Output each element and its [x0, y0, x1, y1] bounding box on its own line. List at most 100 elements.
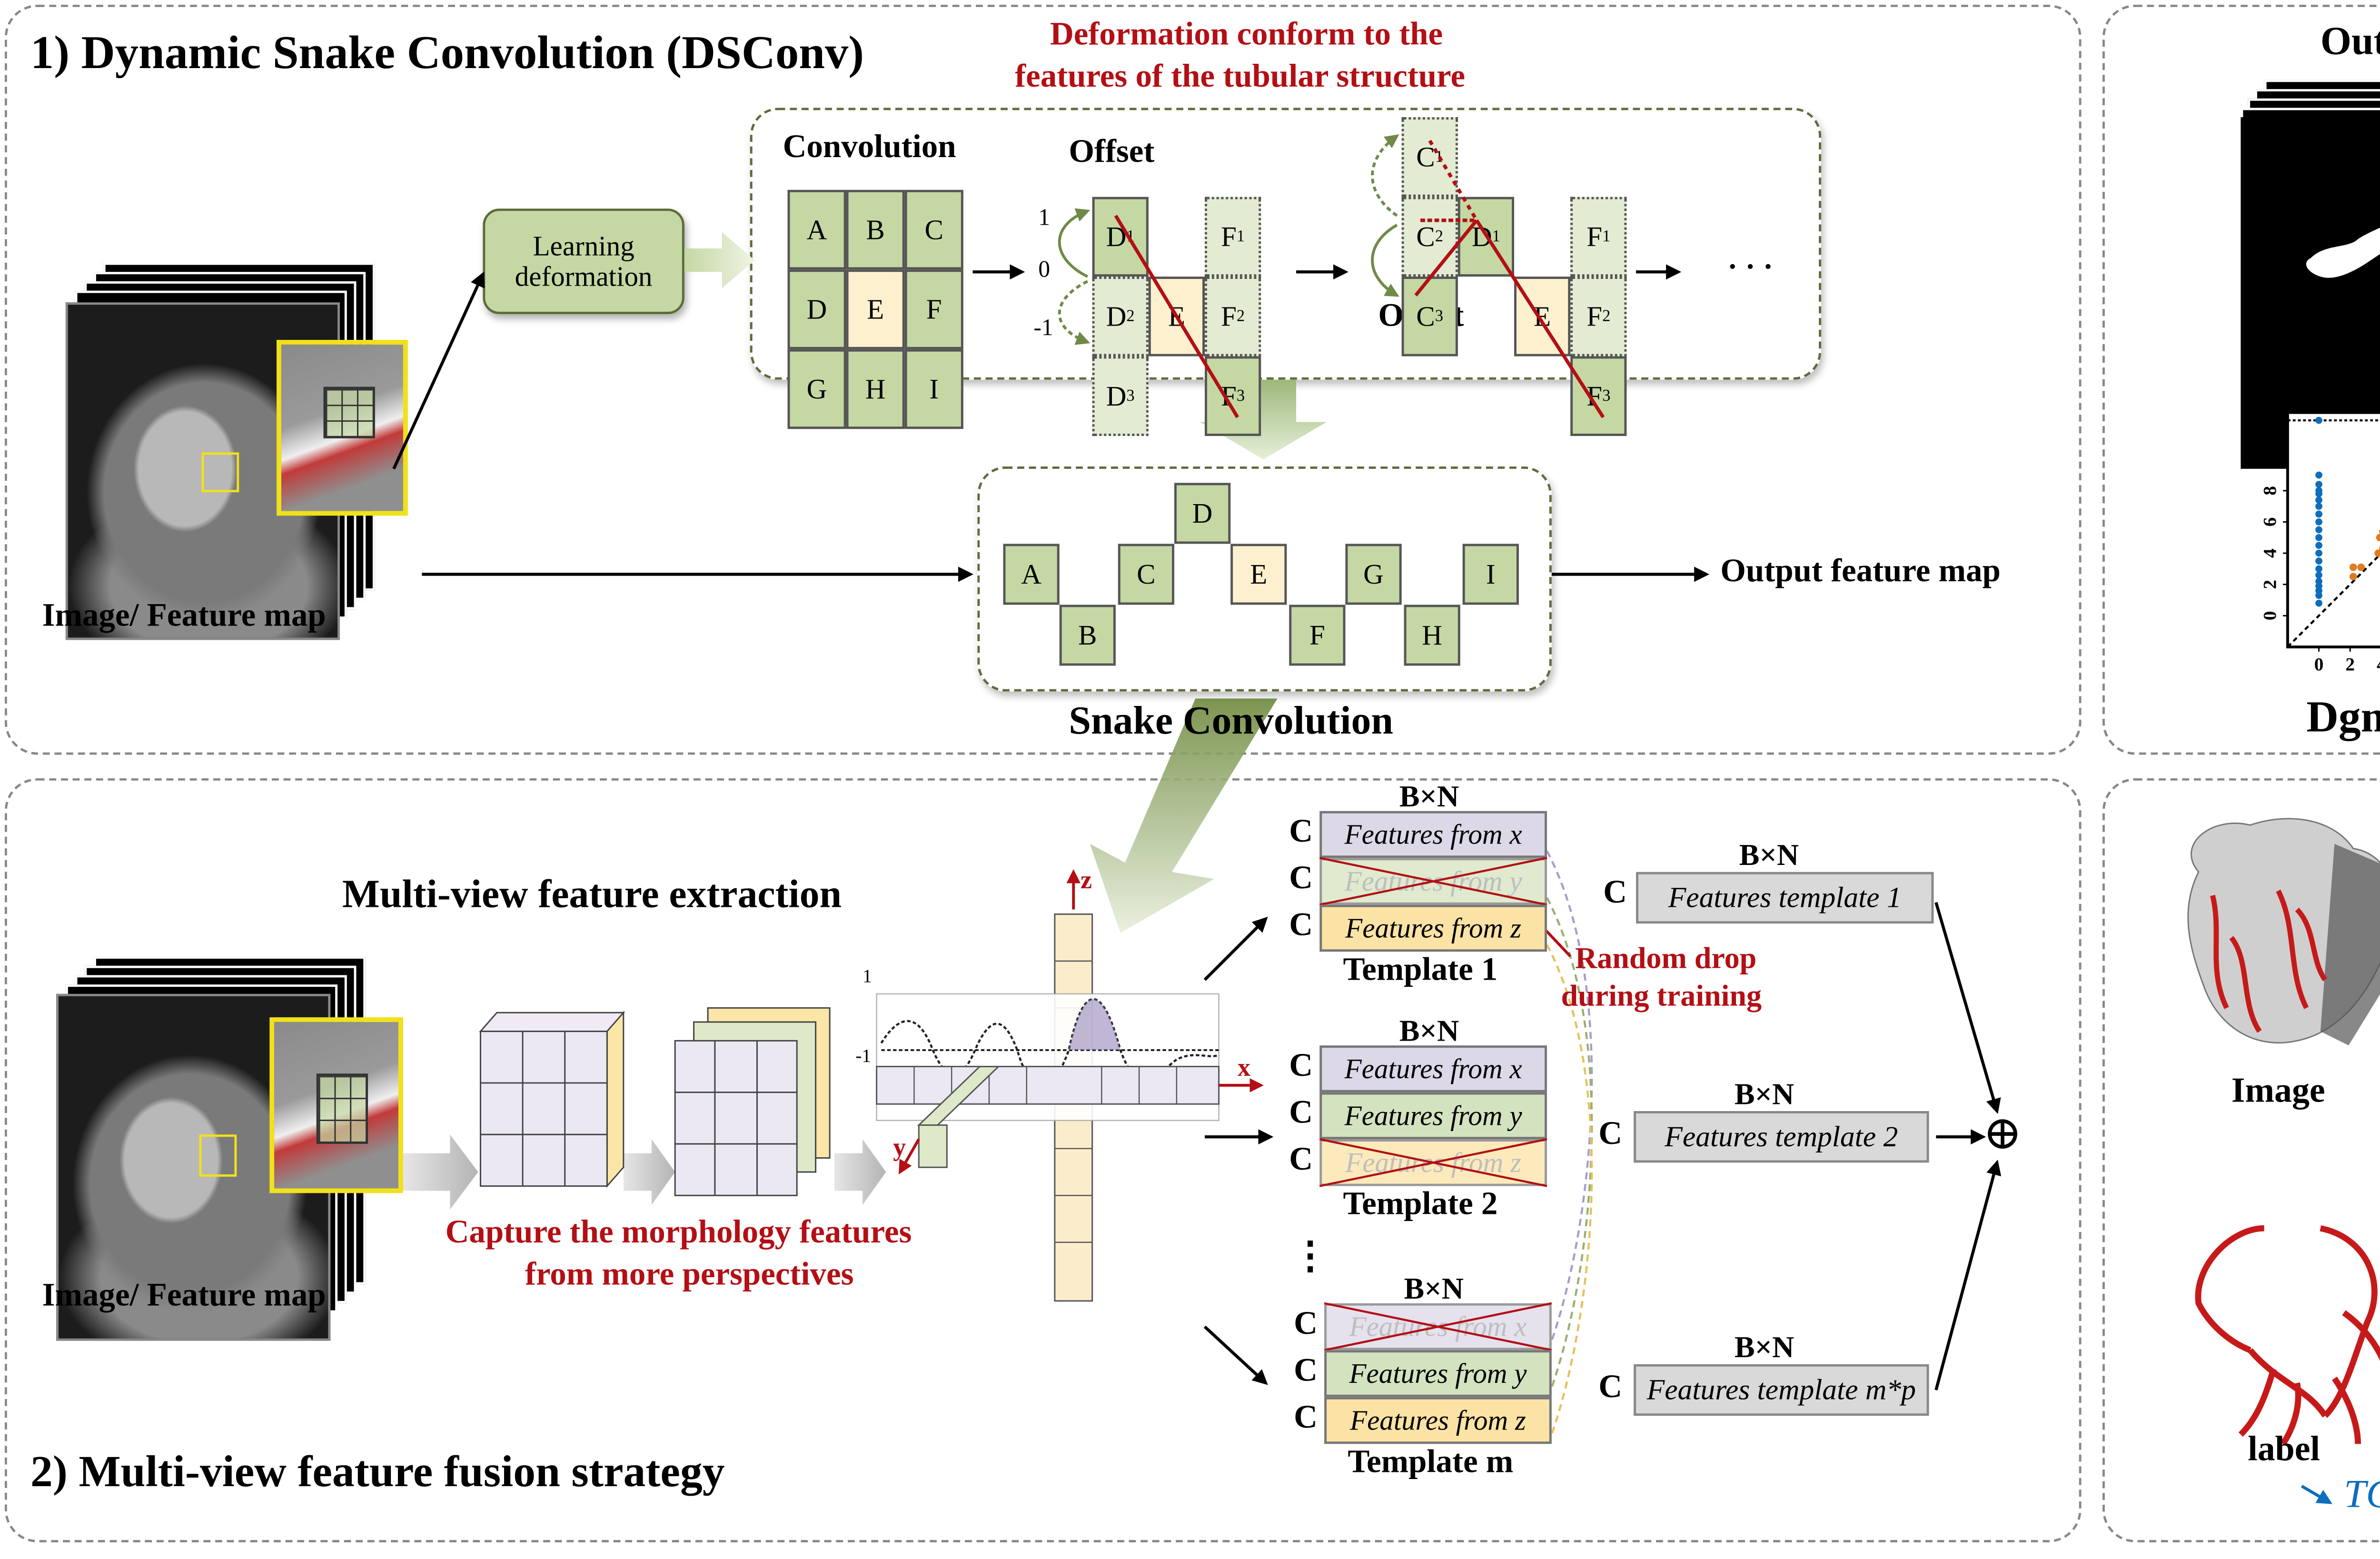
template-dim-label: B×N	[1399, 778, 1459, 814]
arrow-cube1-to-cube2	[623, 1139, 675, 1205]
ellipsis: · · ·	[1727, 248, 1774, 284]
panel-dscnet	[2102, 778, 2380, 1543]
panel-tcloss	[2102, 4, 2380, 755]
grid-cell-d: D	[787, 269, 846, 349]
connector-y	[1546, 897, 1593, 1388]
connector-x	[1546, 850, 1593, 1341]
b1-point	[2374, 549, 2380, 557]
template-row: Features from z	[1319, 904, 1547, 952]
template-row: Features from x	[1319, 811, 1547, 858]
output-feature-map-label: Output feature map	[1720, 556, 2001, 591]
template-channel-label: C	[1289, 815, 1313, 851]
plot-frame	[2286, 411, 2380, 649]
b0-point	[2315, 534, 2322, 541]
deformation-annotation-line2: features of the tubular structure	[1015, 61, 1466, 96]
b0-point	[2315, 526, 2322, 534]
zoom-inset	[277, 339, 408, 516]
morphology-annotation-line1: Capture the morphology features	[445, 1216, 912, 1252]
b0-point	[2315, 557, 2322, 565]
dscnet-label-label: label	[2248, 1432, 2320, 1470]
panel-dsconv	[4, 4, 2082, 755]
random-drop-line1: Random drop	[1575, 940, 1757, 975]
snake-cell-e: E	[1230, 544, 1287, 605]
learning-deformation-line1: Learning	[533, 228, 635, 262]
grid-cell-b: B	[846, 189, 905, 270]
grid-cell-a: A	[787, 189, 846, 270]
arrow-dsconv-to-multiview	[1090, 698, 1278, 933]
b0-point	[2315, 577, 2322, 585]
connector-z	[1546, 944, 1593, 1435]
multiview-axes	[876, 869, 1264, 1302]
template-name: Template m	[1348, 1446, 1514, 1482]
y-tick-label: 8	[2259, 486, 2280, 496]
template-channel-label: C	[1294, 1308, 1318, 1343]
input-image-label-2: Image/ Feature map	[42, 1280, 326, 1315]
offset-tick-0: 0	[1038, 258, 1050, 284]
template-ellipsis: ⋮	[1291, 1237, 1329, 1278]
b0-point	[2315, 599, 2322, 607]
panel-multiview	[4, 778, 2082, 1543]
fused-template-m: Features template m*p	[1634, 1364, 1929, 1416]
wave-label-top: 1	[863, 965, 872, 987]
grid-cell-c: C	[904, 189, 963, 270]
template-name: Template 1	[1343, 954, 1498, 989]
axis-label-z: z	[1081, 867, 1092, 896]
x-axis-row	[876, 1065, 1220, 1105]
y-tick-label: 12	[2259, 419, 2280, 437]
kernel-grid-icon-2	[316, 1073, 368, 1144]
template-channel-label: C	[1289, 1050, 1313, 1085]
kernel-grid-icon	[323, 387, 375, 438]
fused-template-1: Features template 1	[1636, 872, 1934, 924]
snake-convolution-label: Snake Convolution	[1069, 698, 1393, 743]
drop-cross-icon	[1319, 857, 1547, 906]
template-channel-label: C	[1294, 1401, 1318, 1437]
learning-deformation-box: Learning deformation	[483, 209, 684, 314]
b0-point	[2315, 503, 2322, 510]
b0-point	[2315, 471, 2322, 479]
x-tick-label: 4	[2377, 654, 2380, 675]
x-tick-label: 2	[2345, 654, 2355, 675]
input-image-label: Image/ Feature map	[42, 600, 326, 636]
template-name: Template 2	[1343, 1188, 1498, 1224]
dgm-output-title: Dgm(O)	[2306, 694, 2380, 743]
drop-cross-icon	[1324, 1302, 1552, 1351]
template-dim-label: B×N	[1399, 1013, 1459, 1048]
y-tick-label: 6	[2259, 517, 2280, 527]
b1-point	[2376, 534, 2380, 542]
multiview-extraction-title: Multi-view feature extraction	[342, 872, 842, 917]
roi-box	[201, 452, 239, 493]
deformation-annotation-line1: Deformation conform to the	[1050, 19, 1443, 54]
template-channel-label: C	[1289, 909, 1313, 945]
wave-label-bottom: -1	[855, 1045, 872, 1067]
arrow-image-to-learning	[392, 271, 485, 470]
template-channel-label: C	[1289, 863, 1313, 898]
snake-cell-f: F	[1289, 605, 1346, 666]
random-drop-line2: during training	[1561, 977, 1762, 1013]
offset-label-1: Offset	[1069, 136, 1155, 171]
zoom-inset-2	[269, 1017, 403, 1193]
b0-point	[2315, 542, 2322, 549]
y-tick-label: 10	[2259, 450, 2280, 468]
template-channel-label: C	[1294, 1355, 1318, 1390]
b0-point	[2315, 571, 2322, 579]
snake-cell-a: A	[1003, 544, 1060, 605]
template-row: Features from y	[1324, 1350, 1552, 1397]
template-channel-label: C	[1289, 1143, 1313, 1179]
b0-point	[2315, 549, 2322, 557]
b0-point	[2315, 481, 2322, 488]
arrow-image-to-cube1	[403, 1134, 478, 1210]
arrow-cube2-to-axes	[834, 1139, 886, 1205]
grid-cell-g: G	[787, 349, 846, 429]
drop-cross-icon	[1319, 1138, 1547, 1187]
offset-tick-neg1: -1	[1033, 316, 1053, 342]
arrow-learning-to-conv	[684, 232, 755, 288]
b0-point	[2315, 565, 2322, 573]
fused-template-2: Features template 2	[1634, 1111, 1929, 1163]
y-tick-label: 2	[2259, 580, 2280, 589]
fused-template1-dim: B×N	[1739, 836, 1799, 872]
fused-templatem-dim: B×N	[1734, 1329, 1795, 1364]
